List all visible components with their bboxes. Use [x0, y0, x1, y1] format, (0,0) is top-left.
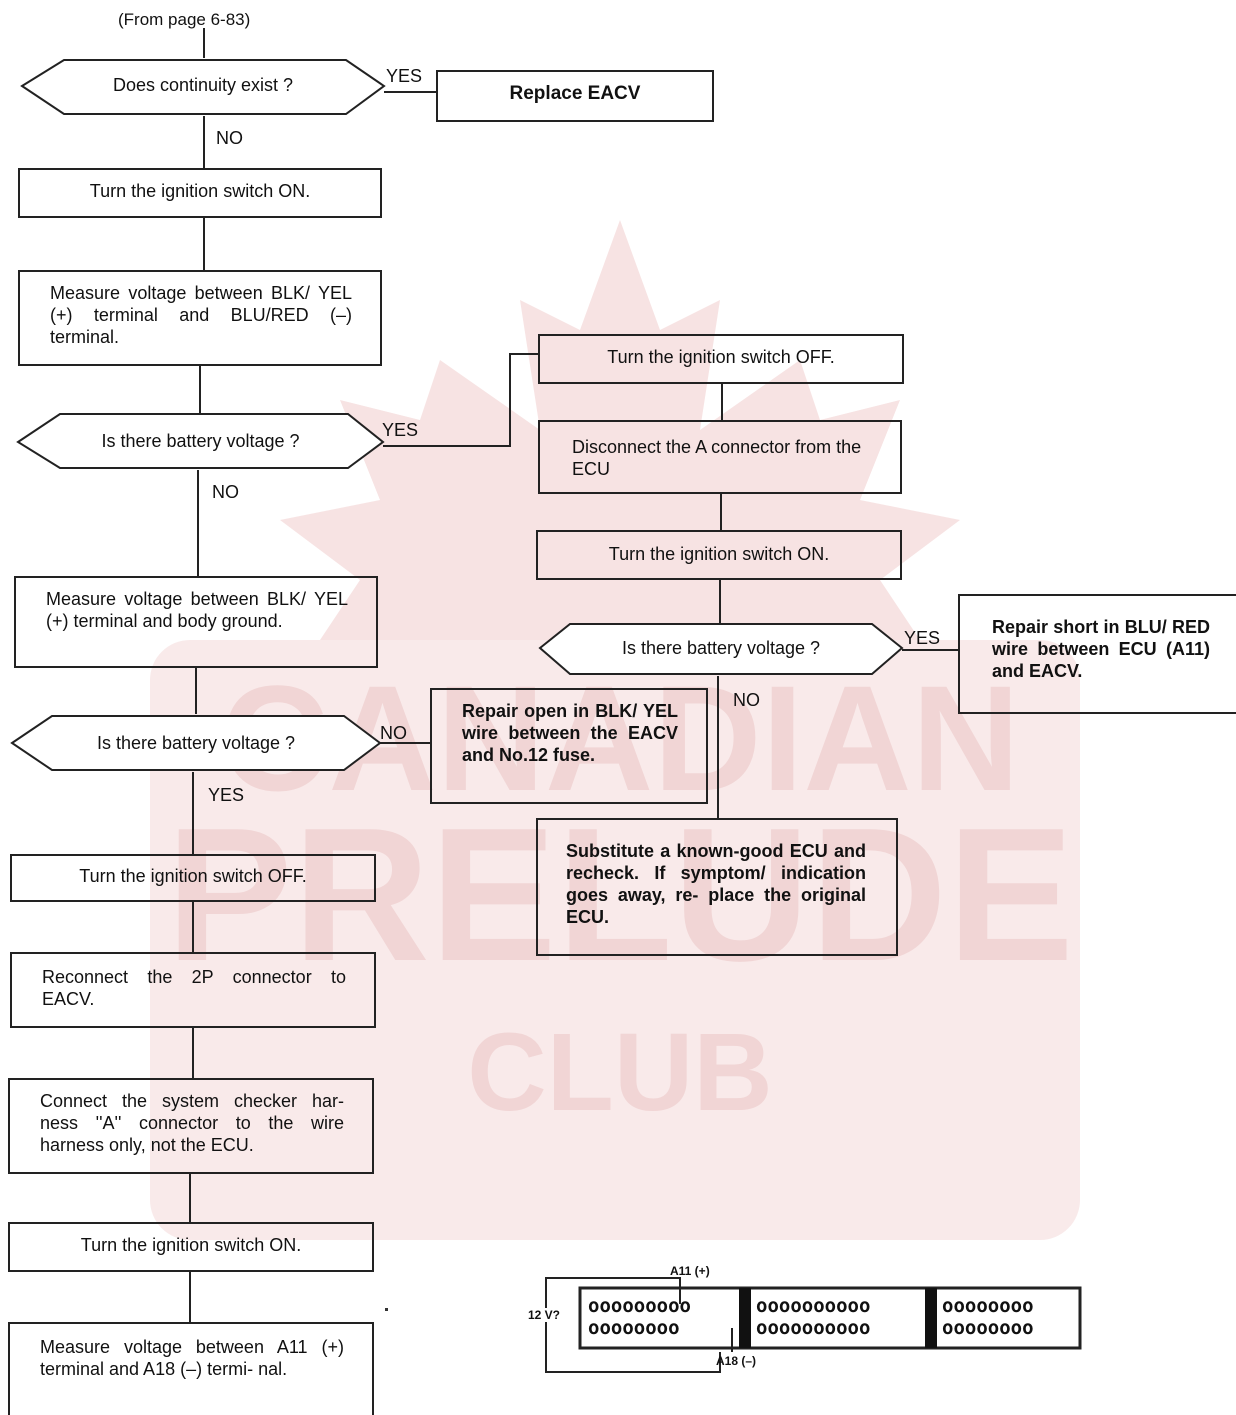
step-text: Connect the system checker har- ness ''A…	[40, 1091, 344, 1155]
connector-wires	[545, 1277, 1082, 1373]
step-ignition-off-ecu: Turn the ignition switch OFF.	[538, 334, 904, 384]
pin-row-right-top: oooooooo	[942, 1295, 1034, 1317]
decision-text: Is there battery voltage ?	[621, 638, 821, 658]
step-ignition-on-1: Turn the ignition switch ON.	[18, 168, 382, 218]
label-yes: YES	[386, 66, 423, 86]
decision-shape	[10, 715, 382, 771]
meter-label: 12 V?	[528, 1308, 561, 1322]
connector-housing	[578, 1286, 1082, 1350]
label-no: NO	[216, 128, 243, 148]
pin-row-left-top: ooooooooo	[588, 1295, 691, 1317]
pin-label-a11: A11 (+)	[670, 1264, 710, 1278]
decision-text: Is there battery voltage ?	[101, 431, 300, 451]
watermark-word-3: CLUB	[467, 1011, 773, 1134]
step-ignition-on-3: Turn the ignition switch ON.	[8, 1222, 374, 1272]
step-text: Disconnect the A connector from the ECU	[572, 437, 862, 479]
step-ignition-off-1: Turn the ignition switch OFF.	[10, 854, 376, 902]
step-measure-voltage-1: Measure voltage between BLK/ YEL (+) ter…	[18, 270, 382, 366]
connector-diagram: A11 (+) A18 (–) 12 V? ooooooooo oooooooo…	[520, 1250, 1090, 1380]
step-connect-checker: Connect the system checker har- ness ''A…	[8, 1078, 374, 1174]
decision-text: Does continuity exist ?	[112, 75, 294, 95]
connector-divider	[925, 1288, 937, 1348]
header-page-reference: (From page 6-83)	[118, 10, 251, 29]
step-text: Reconnect the 2P connector to EACV.	[42, 967, 346, 1009]
decision-shape	[16, 413, 385, 469]
decision-continuity: Does continuity exist ?	[22, 74, 384, 96]
step-text: Turn the ignition switch ON.	[80, 1235, 302, 1255]
step-text: Turn the ignition switch ON.	[89, 181, 311, 201]
decision-shape	[538, 623, 904, 675]
step-ignition-on-ecu: Turn the ignition switch ON.	[536, 530, 902, 580]
step-text: Turn the ignition switch OFF.	[607, 347, 835, 367]
decision-shape	[20, 59, 386, 115]
label-yes: YES	[904, 628, 941, 648]
connector-divider	[739, 1288, 751, 1348]
pin-row-mid-bottom: oooooooooo	[756, 1317, 871, 1339]
pin-row-right-bottom: oooooooo	[942, 1317, 1034, 1339]
step-text: Repair short in BLU/ RED wire between EC…	[992, 617, 1210, 681]
meter-lead-plus	[545, 1277, 721, 1373]
maple-leaf-icon	[280, 220, 960, 720]
step-text: Substitute a known-good ECU and recheck.…	[566, 841, 866, 927]
decision-battery-voltage-ecu: Is there battery voltage ?	[540, 637, 902, 659]
stray-mark	[385, 1308, 388, 1311]
step-text: Measure voltage between BLK/ YEL (+) ter…	[46, 589, 348, 631]
step-text: Measure voltage between A11 (+) terminal…	[40, 1337, 344, 1379]
edge	[383, 353, 538, 447]
step-text: Turn the ignition switch OFF.	[79, 866, 307, 886]
label-no: NO	[212, 482, 239, 502]
step-substitute-ecu: Substitute a known-good ECU and recheck.…	[536, 818, 898, 956]
step-text: Replace EACV	[509, 83, 641, 104]
decision-text: Is there battery voltage ?	[96, 733, 296, 753]
step-text: Turn the ignition switch ON.	[608, 544, 830, 564]
step-text: Measure voltage between BLK/ YEL (+) ter…	[50, 283, 352, 347]
pin-row-mid-top: oooooooooo	[756, 1295, 871, 1317]
step-text: Repair open in BLK/ YEL wire between the…	[462, 701, 678, 765]
decision-battery-voltage-2: Is there battery voltage ?	[12, 732, 380, 754]
decision-battery-voltage-1: Is there battery voltage ?	[18, 430, 383, 452]
label-yes: YES	[208, 785, 245, 805]
step-replace-eacv: Replace EACV	[436, 70, 714, 122]
pin-label-a18: A18 (–)	[716, 1354, 757, 1368]
label-no: NO	[733, 690, 760, 710]
step-disconnect-a-connector: Disconnect the A connector from the ECU	[538, 420, 902, 494]
pin-row-left-bottom: oooooooo	[588, 1317, 680, 1339]
step-repair-open: Repair open in BLK/ YEL wire between the…	[430, 688, 708, 804]
step-repair-short: Repair short in BLU/ RED wire between EC…	[958, 594, 1236, 714]
label-yes: YES	[382, 420, 419, 440]
step-measure-voltage-2: Measure voltage between BLK/ YEL (+) ter…	[14, 576, 378, 668]
step-measure-voltage-3: Measure voltage between A11 (+) terminal…	[8, 1322, 374, 1415]
watermark-word-2: PRELUDE	[166, 789, 1074, 1001]
step-reconnect-2p: Reconnect the 2P connector to EACV.	[10, 952, 376, 1028]
label-no: NO	[380, 723, 407, 743]
